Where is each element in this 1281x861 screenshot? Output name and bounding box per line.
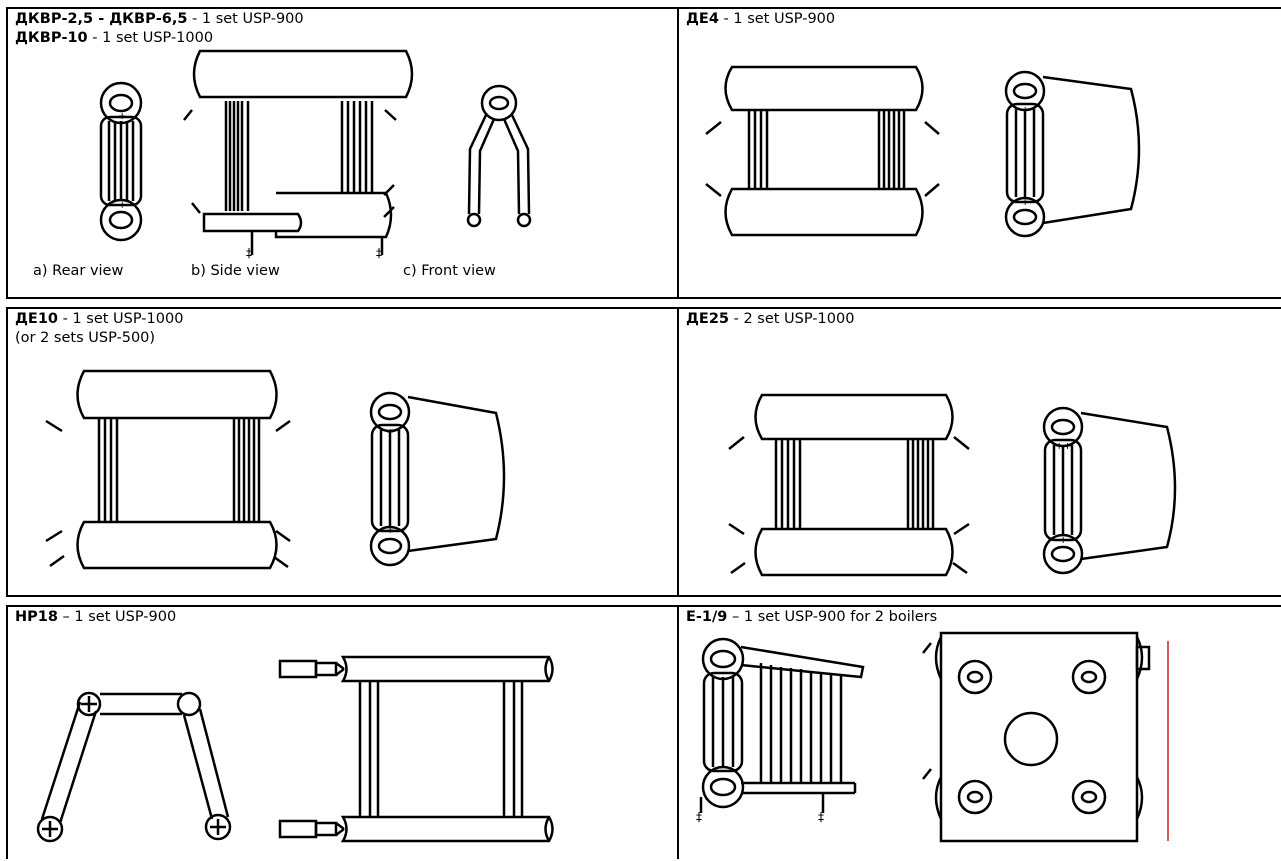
panel-hp18-title: НР18 xyxy=(15,609,58,625)
panel-e19: Е-1/9 – 1 set USP-900 for 2 boilers ‡ ‡ xyxy=(677,605,1281,859)
rear-view-drawing: + + xyxy=(99,81,143,242)
panel-de10-title: ДЕ10 xyxy=(15,311,58,327)
front-view-drawing xyxy=(466,84,532,228)
boiler-hp18-diagram xyxy=(36,655,554,843)
svg-text:+: + xyxy=(118,200,126,211)
panel-dkvr-desc-1: - 1 set USP-900 xyxy=(187,11,304,27)
panel-de10-heading: ДЕ10 - 1 set USP-1000 (or 2 sets USP-500… xyxy=(15,310,183,348)
panel-de25-title: ДЕ25 xyxy=(686,311,729,327)
svg-text:‡: ‡ xyxy=(376,246,382,260)
panel-e19-title: Е-1/9 xyxy=(686,609,728,625)
svg-text:+: + xyxy=(1021,197,1029,208)
svg-text:‡: ‡ xyxy=(696,810,702,824)
boiler-e19-diagram: ‡ ‡ xyxy=(696,631,1169,843)
panel-de25-heading: ДЕ25 - 2 set USP-1000 xyxy=(686,310,854,329)
panel-e19-heading: Е-1/9 – 1 set USP-900 for 2 boilers xyxy=(686,608,937,627)
panel-de10: ДЕ10 - 1 set USP-1000 (or 2 sets USP-500… xyxy=(6,307,679,597)
panel-de4-title: ДЕ4 xyxy=(686,11,719,27)
panel-hp18: НР18 – 1 set USP-900 xyxy=(6,605,679,859)
side-view-drawing: ‡ ‡ xyxy=(183,49,414,260)
panel-hp18-desc: – 1 set USP-900 xyxy=(57,609,177,625)
svg-text:++: ++ xyxy=(1055,441,1072,452)
panel-de10-desc-2: (or 2 sets USP-500) xyxy=(15,330,156,346)
caption-front-view: c) Front view xyxy=(403,263,496,279)
panel-de10-desc: - 1 set USP-1000 xyxy=(58,311,184,327)
panel-dkvr: ДКВР-2,5 - ДКВР-6,5 - 1 set USP-900 ДКВР… xyxy=(6,7,679,299)
svg-text:+: + xyxy=(386,525,394,536)
panel-dkvr-desc-2: - 1 set USP-1000 xyxy=(87,30,214,46)
boiler-de25-diagram: ++ + xyxy=(728,393,1177,577)
panel-dkvr-heading: ДКВР-2,5 - ДКВР-6,5 - 1 set USP-900 ДКВР… xyxy=(15,10,304,48)
svg-text:+: + xyxy=(118,111,126,122)
panel-hp18-heading: НР18 – 1 set USP-900 xyxy=(15,608,176,627)
caption-side-view: b) Side view xyxy=(191,263,280,279)
boiler-dkvr-diagram: + + ‡ ‡ xyxy=(99,49,532,260)
svg-text:‡: ‡ xyxy=(246,246,252,260)
svg-text:‡: ‡ xyxy=(818,810,824,824)
panel-e19-desc: – 1 set USP-900 for 2 boilers xyxy=(727,609,938,625)
svg-text:+: + xyxy=(386,427,394,438)
svg-text:+: + xyxy=(1021,105,1029,116)
caption-rear-view: a) Rear view xyxy=(33,263,124,279)
panel-de4: ДЕ4 - 1 set USP-900 + + xyxy=(677,7,1281,299)
panel-de4-heading: ДЕ4 - 1 set USP-900 xyxy=(686,10,835,29)
panel-de25: ДЕ25 - 2 set USP-1000 ++ + xyxy=(677,307,1281,597)
boiler-de10-diagram: + + xyxy=(45,369,506,570)
panel-de4-desc: - 1 set USP-900 xyxy=(718,11,836,27)
panel-dkvr-title-1: ДКВР-2,5 - ДКВР-6,5 xyxy=(15,11,188,27)
panel-de25-desc: - 2 set USP-1000 xyxy=(729,311,855,327)
panel-dkvr-title-2: ДКВР-10 xyxy=(15,30,88,46)
svg-text:+: + xyxy=(1059,535,1067,546)
boiler-de4-diagram: + + xyxy=(705,65,1141,238)
